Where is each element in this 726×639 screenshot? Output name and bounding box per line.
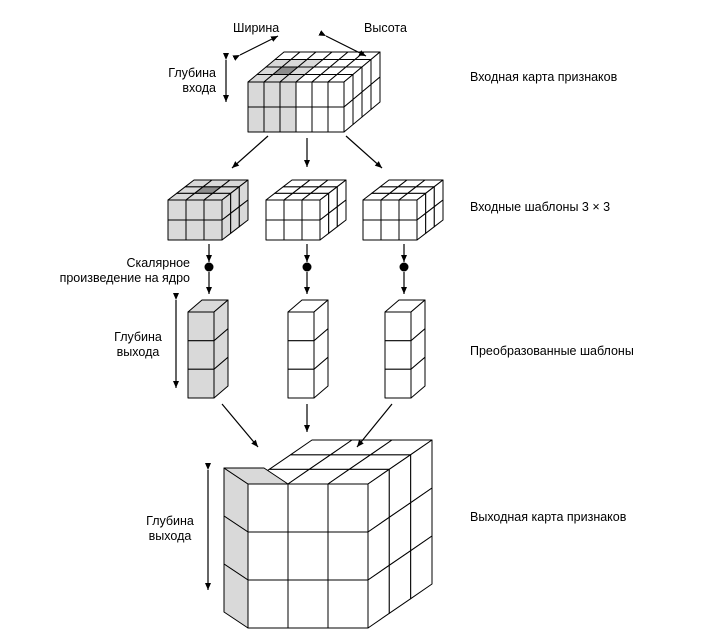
- output-depth-map-label-line-1: Глубина: [146, 514, 194, 528]
- front-cell: [295, 81, 313, 108]
- output-depth-map-label-line-2: выхода: [148, 529, 192, 543]
- front-cell: [247, 106, 265, 133]
- front-cell: [279, 106, 297, 133]
- dot-product-marker-3: [399, 262, 409, 272]
- front-cell: [380, 199, 400, 221]
- arrow-to-patch-3: [345, 135, 383, 169]
- side-cell: [213, 356, 229, 399]
- front-cell: [327, 531, 369, 581]
- scalar-product-label-line-1: Скалярное: [126, 256, 190, 270]
- side-cell: [410, 356, 426, 399]
- output-depth-cell: [223, 563, 249, 629]
- caption-input-map: Входная карта признаков: [470, 70, 618, 84]
- transformed-patch-1: [187, 299, 229, 399]
- output-depth-patch-label: Глубина выхода: [106, 330, 170, 360]
- front-cell: [311, 81, 329, 108]
- front-cell: [247, 579, 289, 629]
- front-cell: [327, 106, 345, 133]
- arrow-col-1-to-output: [221, 403, 259, 448]
- front-cell: [187, 368, 215, 399]
- input-depth-label-line-1: Глубина: [168, 66, 216, 80]
- front-cell: [265, 219, 285, 241]
- front-cell: [384, 311, 412, 342]
- output-top-highlight: [223, 467, 289, 485]
- front-cell: [247, 81, 265, 108]
- front-cell: [247, 483, 289, 533]
- output-depth-patch-label-line-2: выхода: [116, 345, 160, 359]
- side-cell: [410, 535, 433, 600]
- transformed-patch-2: [287, 299, 329, 399]
- front-cell: [327, 579, 369, 629]
- front-cell: [327, 81, 345, 108]
- input-feature-map: [247, 51, 381, 133]
- output-feature-map: [223, 439, 433, 629]
- width-label: Ширина: [233, 21, 280, 35]
- front-cell: [167, 199, 187, 221]
- front-cell: [384, 340, 412, 370]
- width-arrow: [232, 35, 279, 61]
- dot-product-marker-1: [204, 262, 214, 272]
- front-cell: [380, 219, 400, 241]
- front-cell: [279, 81, 297, 108]
- front-cell: [287, 340, 315, 370]
- input-depth-label: Глубина входа: [150, 66, 216, 96]
- side-cell: [433, 199, 444, 228]
- side-cell: [313, 356, 329, 399]
- input-patch-1: [167, 179, 249, 241]
- arrow-col-3-to-output: [356, 403, 393, 448]
- front-cell: [187, 311, 215, 342]
- front-cell: [327, 483, 369, 533]
- front-cell: [287, 531, 329, 581]
- arrows: [173, 30, 407, 590]
- height-label: Высота: [364, 21, 407, 35]
- scalar-product-label-line-2: произведение на ядро: [59, 271, 190, 285]
- front-cell: [362, 219, 382, 241]
- front-cell: [295, 106, 313, 133]
- dot-product-marker-2: [302, 262, 312, 272]
- front-cell: [287, 579, 329, 629]
- input-patch-2: [265, 179, 347, 241]
- front-cell: [283, 199, 303, 221]
- transformed-patch-3: [384, 299, 426, 399]
- caption-transformed-patches: Преобразованные шаблоны: [470, 344, 634, 358]
- front-cell: [398, 199, 418, 221]
- caption-input-patches: Входные шаблоны 3 × 3: [470, 200, 611, 214]
- caption-output-map: Выходная карта признаков: [470, 510, 627, 524]
- front-cell: [384, 368, 412, 399]
- height-arrow: [318, 30, 367, 57]
- arrow-to-patch-1: [231, 135, 269, 169]
- front-cell: [265, 199, 285, 221]
- front-cell: [301, 199, 321, 221]
- side-cell: [370, 76, 381, 110]
- front-cell: [287, 483, 329, 533]
- output-depth-patch-label-line-1: Глубина: [114, 330, 162, 344]
- output-depth-map-label: Глубина выхода: [138, 514, 202, 544]
- front-cell: [362, 199, 382, 221]
- front-cell: [167, 219, 187, 241]
- scalar-product-label: Скалярное произведение на ядро: [50, 256, 190, 286]
- front-cell: [247, 531, 289, 581]
- side-cell: [336, 199, 347, 228]
- front-cell: [185, 219, 205, 241]
- front-cell: [398, 219, 418, 241]
- front-cell: [263, 81, 281, 108]
- front-cell: [287, 311, 315, 342]
- dot-product-markers: [204, 262, 409, 272]
- front-cell: [311, 106, 329, 133]
- front-cell: [287, 368, 315, 399]
- front-cell: [263, 106, 281, 133]
- front-cell: [203, 219, 223, 241]
- input-depth-label-line-2: входа: [182, 81, 216, 95]
- front-cell: [203, 199, 223, 221]
- side-cell: [238, 199, 249, 228]
- front-cell: [185, 199, 205, 221]
- front-cell: [283, 219, 303, 241]
- front-cell: [187, 340, 215, 370]
- input-patch-3: [362, 179, 444, 241]
- front-cell: [301, 219, 321, 241]
